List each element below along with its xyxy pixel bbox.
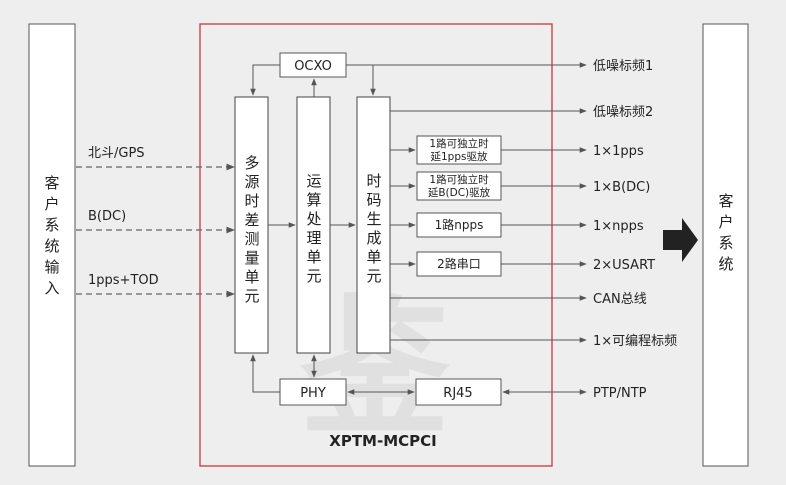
input-label-beidou: 北斗/GPS (88, 146, 145, 161)
rj45-box (415, 378, 502, 406)
sub-box-npps-label: 1路npps (435, 217, 484, 232)
output-label-can: CAN总线 (593, 292, 647, 307)
sub-box-bdc-driver (416, 171, 502, 201)
sub-box-serial (416, 251, 502, 277)
sub-box-serial-label: 2路串口 (437, 256, 481, 271)
phy-label: PHY (300, 386, 326, 401)
sub-box-pps-line2: 延1pps驱放 (431, 150, 488, 163)
measure-unit-label: 多源时差测量单元 (244, 154, 259, 305)
timecode-unit-box (356, 96, 391, 354)
sub-box-pps-driver (416, 135, 502, 165)
input-label-pps-tod: 1pps+TOD (88, 273, 159, 288)
ocxo-label: OCXO (294, 59, 332, 74)
ocxo-to-measure-line (250, 64, 280, 96)
client-system-box (702, 23, 749, 467)
module-title: XPTM-MCPCI (329, 432, 436, 450)
input-label-bdc: B(DC) (88, 209, 126, 224)
sub-box-bdc-line1: 1路可独立时 (429, 173, 489, 186)
output-label-usart: 2×USART (593, 258, 655, 273)
rj45-label: RJ45 (443, 386, 472, 401)
sub-box-pps-line1: 1路可独立时 (429, 137, 489, 150)
client-input-box (28, 23, 76, 467)
ocxo-to-timecode-line (346, 64, 376, 96)
output-label-bdc: 1×B(DC) (593, 180, 650, 195)
output-label-npps: 1×npps (593, 219, 644, 234)
output-label-low-noise-2: 低噪标频2 (593, 105, 653, 120)
phy-to-measure-line (250, 354, 280, 393)
output-label-1pps: 1×1pps (593, 144, 644, 159)
output-label-ptp-ntp: PTP/NTP (593, 386, 647, 401)
module-border (199, 23, 553, 467)
output-arrow-icon (663, 218, 698, 262)
client-input-label: 客户系统输入 (44, 174, 59, 297)
timecode-unit-label: 时码生成单元 (366, 172, 381, 285)
output-label-programmable: 1×可编程标频 (593, 334, 677, 349)
compute-unit-label: 运算处理单元 (306, 172, 321, 285)
measure-unit-box (234, 96, 269, 354)
client-system-label: 客户系统 (718, 192, 733, 273)
output-label-low-noise-1: 低噪标频1 (593, 59, 653, 74)
sub-box-npps (416, 212, 502, 238)
sub-box-bdc-line2: 延B(DC)驱放 (428, 186, 491, 199)
